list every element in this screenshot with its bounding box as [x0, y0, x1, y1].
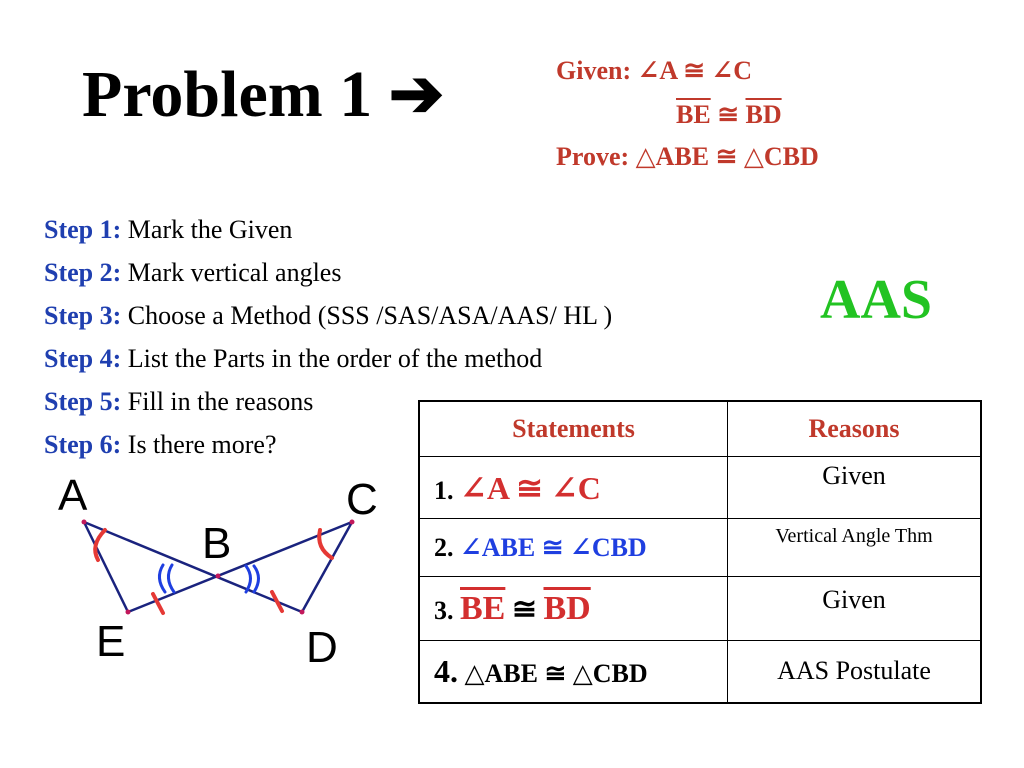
congruent-symbol: ≅ [511, 592, 537, 626]
triangle-lines [82, 520, 354, 614]
step-text: Mark the Given [127, 215, 293, 244]
header-statements: Statements [418, 400, 728, 457]
arrow-right-icon: ➔ [388, 58, 445, 131]
method-label: AAS [820, 269, 933, 331]
page-title: Problem 1 ➔ [82, 62, 444, 128]
vertical-arc-right-1 [244, 564, 252, 594]
point-e [125, 609, 131, 615]
table-row: 3. BE ≅ BD Given [418, 576, 982, 641]
tick-be [151, 592, 165, 615]
label-d: D [306, 623, 338, 672]
reason-cell: Given [727, 456, 982, 519]
statement-cell: 3. BE ≅ BD [418, 576, 728, 641]
tick-marks [151, 590, 284, 615]
angle-c-arc [317, 528, 334, 560]
table-header-row: Statements Reasons [418, 400, 982, 457]
table-row: 1. ∠A ≅ ∠C Given [418, 456, 982, 519]
step-text: List the Parts in the order of the metho… [127, 344, 543, 373]
segment-be: BE [460, 589, 506, 627]
label-a: A [58, 471, 88, 520]
vertices [81, 519, 355, 615]
reason-cell: Given [727, 576, 982, 641]
statement-cell: 1. ∠A ≅ ∠C [418, 456, 728, 519]
statement-cell: 2. ∠ABE ≅ ∠CBD [418, 518, 728, 577]
given-angles: ∠A ≅ ∠C [637, 56, 753, 85]
statement-text: ∠ABE ≅ ∠CBD [460, 532, 647, 562]
vertical-arc-right-2 [252, 564, 260, 594]
step-2: Step 2: Mark vertical angles [44, 251, 612, 294]
step-4: Step 4: List the Parts in the order of t… [44, 337, 612, 380]
title-text: Problem 1 [82, 58, 373, 131]
point-c [349, 519, 355, 525]
segment-bd: BD [745, 100, 782, 129]
step-text: Fill in the reasons [127, 387, 314, 416]
step-label: Step 6: [44, 430, 122, 459]
statement-cell: 4. △ABE ≅ △CBD [418, 640, 728, 703]
step-label: Step 3: [44, 301, 122, 330]
step-label: Step 2: [44, 258, 122, 287]
point-a [81, 519, 87, 525]
reason-cell: Vertical Angle Thm [727, 518, 982, 577]
prove-label: Prove: [556, 142, 630, 171]
prove-triangles: △ABE ≅ △CBD [635, 142, 819, 171]
row-number: 2. [434, 532, 454, 562]
table-row: 2. ∠ABE ≅ ∠CBD Vertical Angle Thm [418, 518, 982, 577]
vertical-angle-marks [158, 563, 260, 594]
row-number: 4. [434, 652, 458, 689]
segment-c-d [300, 521, 354, 613]
step-label: Step 1: [44, 215, 122, 244]
steps-list: Step 1: Mark the Given Step 2: Mark vert… [44, 208, 612, 466]
vertical-arc-left-2 [167, 563, 176, 594]
given-segments: BE ≅ BD [676, 102, 782, 128]
segment-a-e [82, 521, 130, 613]
segment-a-d [83, 520, 303, 614]
reason-cell: AAS Postulate [727, 640, 982, 703]
proof-table: Statements Reasons 1. ∠A ≅ ∠C Given 2. ∠… [418, 400, 982, 704]
step-3: Step 3: Choose a Method (SSS /SAS/ASA/AA… [44, 294, 612, 337]
label-b: B [202, 519, 231, 568]
step-text: Is there more? [127, 430, 277, 459]
step-label: Step 5: [44, 387, 122, 416]
vertical-arc-left-1 [158, 563, 167, 594]
row-number: 3. [434, 595, 454, 625]
prove-statement: Prove: △ABE ≅ △CBD [556, 144, 819, 170]
angle-marks [93, 528, 334, 562]
segment-bd: BD [543, 589, 591, 627]
segment-be: BE [676, 100, 711, 129]
row-number: 1. [434, 475, 454, 505]
header-reasons: Reasons [727, 400, 982, 457]
given-statement: Given: ∠A ≅ ∠C [556, 58, 752, 84]
tick-bd [270, 590, 284, 613]
angle-a-arc [93, 528, 107, 562]
statement-text: △ABE ≅ △CBD [464, 658, 648, 688]
step-1: Step 1: Mark the Given [44, 208, 612, 251]
given-label: Given: [556, 56, 632, 85]
label-e: E [96, 617, 125, 666]
step-label: Step 4: [44, 344, 122, 373]
congruent-symbol: ≅ [717, 100, 739, 129]
statement-text: ∠A ≅ ∠C [460, 469, 601, 506]
step-5: Step 5: Fill in the reasons [44, 380, 612, 423]
table-row: 4. △ABE ≅ △CBD AAS Postulate [418, 640, 982, 703]
point-b [215, 573, 221, 579]
step-text: Mark vertical angles [127, 258, 342, 287]
step-6: Step 6: Is there more? [44, 423, 612, 466]
point-d [299, 609, 305, 615]
segment-c-e [127, 520, 353, 614]
step-text: Choose a Method (SSS /SAS/ASA/AAS/ HL ) [127, 301, 613, 330]
label-c: C [346, 475, 378, 524]
